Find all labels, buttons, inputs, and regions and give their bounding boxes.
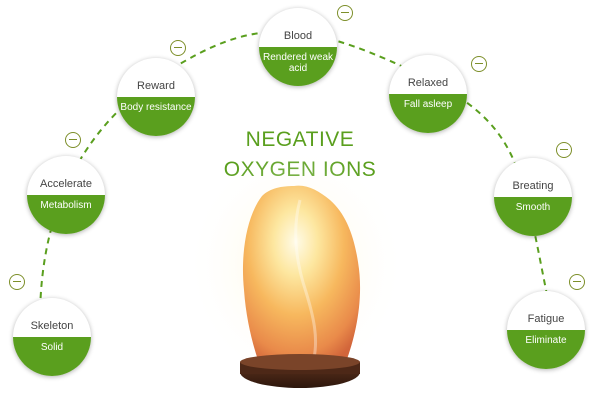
node-blood: Blood Rendered weak acid xyxy=(259,8,337,86)
minus-circle-icon xyxy=(170,40,186,56)
node-accelerate: Accelerate Metabolism xyxy=(27,156,105,234)
node-label: Relaxed xyxy=(407,77,449,89)
node-value: Fall asleep xyxy=(389,94,467,133)
node-value: Solid xyxy=(13,337,91,376)
node-reward: Reward Body resistance xyxy=(117,58,195,136)
node-fatigue: Fatigue Eliminate xyxy=(507,291,585,369)
headline-line-1: NEGATIVE xyxy=(245,128,355,151)
minus-circle-icon xyxy=(471,56,487,72)
minus-circle-icon xyxy=(65,132,81,148)
node-breating: Breating Smooth xyxy=(494,158,572,236)
node-skeleton: Skeleton Solid xyxy=(13,298,91,376)
node-value: Body resistance xyxy=(117,97,195,136)
node-value: Metabolism xyxy=(27,195,105,234)
minus-circle-icon xyxy=(337,5,353,21)
node-label: Accelerate xyxy=(40,178,92,190)
node-value: Eliminate xyxy=(507,330,585,369)
node-label: Skeleton xyxy=(30,320,74,332)
node-label: Blood xyxy=(283,30,313,42)
minus-circle-icon xyxy=(569,274,585,290)
node-relaxed: Relaxed Fall asleep xyxy=(389,55,467,133)
node-label: Fatigue xyxy=(527,313,565,325)
node-value: Rendered weak acid xyxy=(259,47,337,86)
minus-circle-icon xyxy=(556,142,572,158)
node-value: Smooth xyxy=(494,197,572,236)
node-label: Breating xyxy=(512,180,554,192)
minus-circle-icon xyxy=(9,274,25,290)
node-label: Reward xyxy=(137,80,175,92)
